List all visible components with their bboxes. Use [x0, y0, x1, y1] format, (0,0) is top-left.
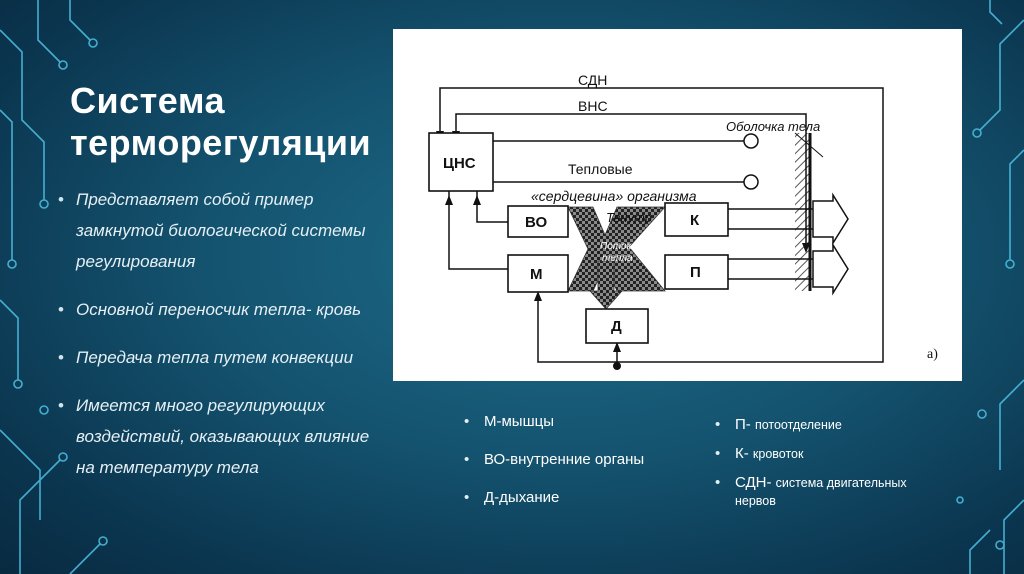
legend-item: СДН- система двигательных нервов — [713, 474, 933, 510]
bullet-item: Передача тепла путем конвекции — [58, 342, 388, 373]
legend-text: потоотделение — [755, 418, 842, 432]
box-p-label: П — [690, 264, 701, 281]
legend-abbr: К- — [735, 445, 749, 462]
legend-abbr: П- — [735, 416, 751, 433]
label-flow-1: Поток — [600, 241, 633, 252]
legend-item: К- кровоток — [713, 445, 933, 463]
box-vo-label: ВО — [525, 214, 547, 231]
legend-item: П- потоотделение — [713, 416, 933, 434]
bullet-item: Представляет собой пример замкнутой биол… — [58, 184, 388, 277]
box-d-label: Д — [611, 318, 622, 335]
slide-title: Система терморегуляции — [70, 80, 400, 164]
label-sdn: СДН — [578, 72, 607, 88]
legend-item: ВО-внутренние органы — [462, 450, 702, 470]
label-tvnutr: Твнутр — [606, 210, 652, 225]
label-heat-line2: «сердцевина» организма — [531, 188, 697, 204]
label-shell: Оболочка тела — [726, 119, 820, 134]
diagram-panel: СДН ВНС Оболочка тела Тепловые «сердцеви… — [393, 29, 962, 381]
legend-abbr: СДН- — [735, 474, 772, 491]
bullet-item: Основной переносчик тепла- кровь — [58, 294, 388, 325]
label-vns: ВНС — [578, 98, 608, 114]
title-line-2: терморегуляции — [70, 122, 400, 164]
bullet-item: Имеется много регулирующих воздействий, … — [58, 390, 388, 483]
figure-label: а) — [927, 347, 938, 362]
box-k-label: К — [690, 212, 700, 229]
box-m-label: М — [530, 266, 543, 283]
legend-item: М-мышцы — [462, 412, 702, 432]
thermoregulation-diagram: СДН ВНС Оболочка тела Тепловые «сердцеви… — [393, 29, 962, 381]
legend-right: П- потоотделение К- кровоток СДН- систем… — [713, 416, 933, 521]
legend-text: кровоток — [753, 447, 804, 461]
box-cns-label: ЦНС — [443, 155, 476, 172]
legend-item: Д-дыхание — [462, 488, 702, 508]
label-flow-2: тепла — [602, 253, 633, 264]
legend-left: М-мышцы ВО-внутренние органы Д-дыхание — [462, 412, 702, 526]
label-heat-line1: Тепловые — [568, 161, 633, 177]
title-line-1: Система — [70, 80, 400, 122]
bullet-list: Представляет собой пример замкнутой биол… — [58, 184, 388, 500]
